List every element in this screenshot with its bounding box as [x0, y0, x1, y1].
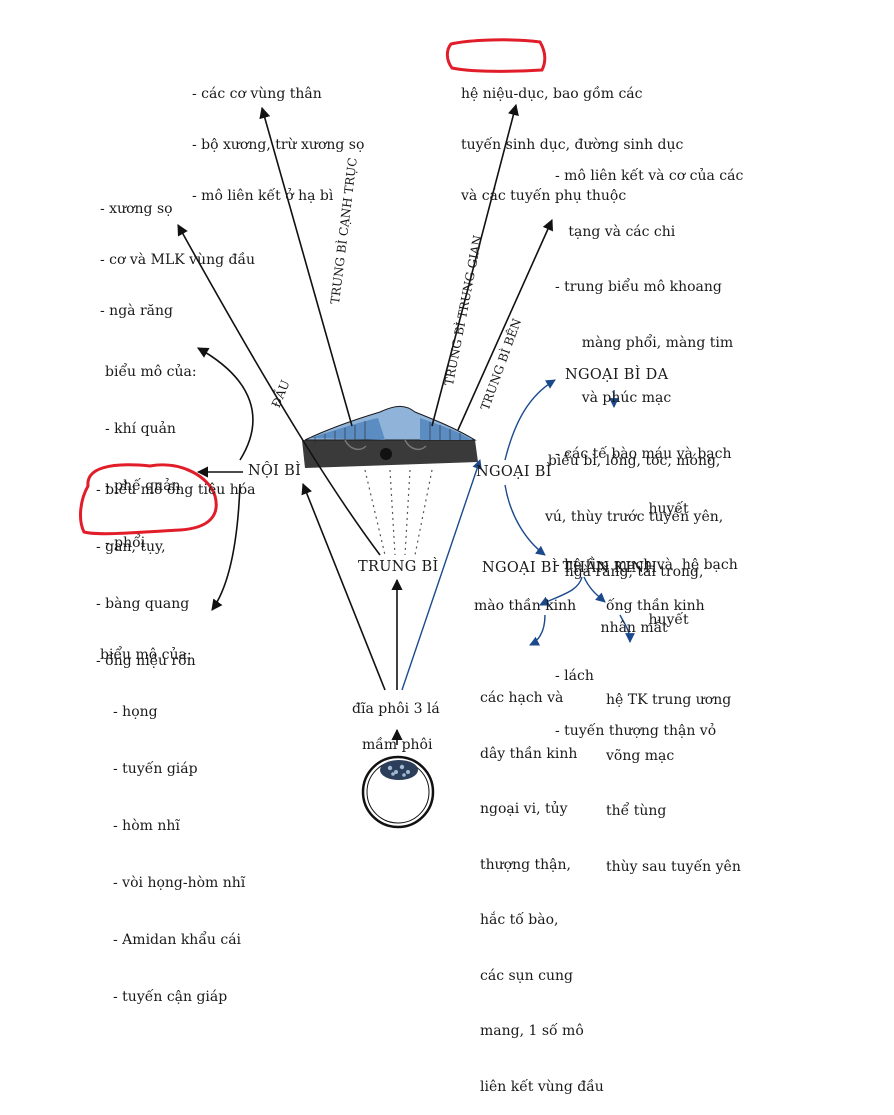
red-annotations	[79, 38, 547, 536]
neural-crest-label: mào thần kinh	[474, 598, 577, 614]
list-item: - trung biểu mô khoang	[555, 279, 722, 295]
embryo-figure	[361, 755, 435, 829]
list-item: hắc tố bào,	[480, 912, 559, 928]
list-item: biểu bì, lông, tóc, móng,	[547, 453, 721, 469]
list-item: - gan, tụy,	[96, 539, 166, 555]
embryo-label: mầm phôi	[362, 737, 433, 753]
list-item: hệ TK trung ương	[606, 692, 732, 708]
list-item: - ngà răng	[100, 303, 173, 319]
list-item: mang, 1 số mô	[480, 1023, 584, 1039]
red-circle-bladder	[79, 463, 218, 536]
list-item: và phúc mạc	[555, 390, 672, 406]
list-item: nhân mắt	[600, 619, 668, 636]
black-arrows	[177, 103, 553, 745]
list-item: dây thần kinh	[480, 745, 578, 762]
intermediate-derivatives: hệ niệu-dục, bao gồm các tuyến sinh dục,…	[461, 52, 683, 222]
list-item: màng phổi, màng tim	[555, 334, 734, 351]
list-item: huyết	[555, 612, 689, 628]
list-item: tuyến sinh dục, đường sinh dục	[461, 137, 684, 153]
list-item: các sụn cung	[480, 967, 573, 984]
list-item: - họng	[113, 704, 158, 720]
neural-tube-label: ống thần kinh	[606, 598, 705, 614]
endoderm-pharynx: biểu mô của: - họng - tuyến giáp - hòm n…	[100, 608, 245, 1026]
endoderm-gut: - biểu mô ống tiêu hóa - gan, tụy, - bàn…	[96, 443, 256, 690]
projection-dotted-lines	[364, 469, 433, 556]
lateral-derivatives: - mô liên kết và cơ của các tạng và các …	[555, 130, 743, 759]
trilaminar-disc-label: đĩa phôi 3 lá	[352, 701, 440, 717]
list-item: - vòi họng-hòm nhĩ	[113, 875, 246, 891]
head-derivatives: - xương sọ - cơ và MLK vùng đầu - ngà ră…	[100, 167, 255, 337]
list-item: thể tùng	[606, 803, 667, 819]
list-item: - bộ xương, trừ xương sọ	[192, 137, 365, 153]
ectoderm-label: NGOẠI BÌ	[476, 464, 552, 480]
surface-ectoderm-derivatives: biểu bì, lông, tóc, móng, vú, thùy trước…	[545, 415, 723, 656]
list-item: thượng thận,	[480, 856, 571, 873]
list-item: hệ niệu-dục, bao gồm các	[461, 86, 643, 102]
list-item: - mô liên kết và cơ của các	[555, 168, 744, 184]
list-item: các hạch và	[480, 690, 564, 706]
endoderm-respiratory: biểu mô của: - khí quản - phế quản - phổ…	[105, 325, 197, 572]
list-item: - hòm nhĩ	[113, 818, 180, 834]
list-item: - lách	[555, 667, 594, 684]
diagram-canvas	[79, 38, 635, 829]
embryonic-disc-section	[302, 405, 478, 468]
neuroectoderm-label: NGOẠI BÌ THẦN KINH	[482, 560, 658, 576]
list-item: - các tế bào máu và bạch	[555, 445, 732, 462]
list-item: - phổi	[105, 535, 146, 551]
list-item: liên kết vùng đầu	[480, 1078, 604, 1095]
list-item: tạng và các chi	[555, 223, 676, 240]
neural-crest-derivatives: các hạch và dây thần kinh ngoại vi, tủy …	[480, 652, 604, 1115]
list-item: - các cơ vùng thân	[192, 86, 322, 102]
list-item: và các tuyến phụ thuộc	[461, 188, 627, 204]
surface-ectoderm-label: NGOẠI BÌ DA	[565, 367, 669, 383]
list-title: biểu mô của:	[100, 647, 192, 663]
list-item: - khí quản	[105, 421, 176, 437]
list-item: - phế quản	[105, 478, 181, 494]
list-item: - cơ và MLK vùng đầu	[100, 252, 256, 268]
neural-tube-derivatives: hệ TK trung ương võng mạc thể tùng thùy …	[606, 654, 741, 895]
list-item: - bàng quang	[96, 596, 190, 612]
red-circle-urogenital	[445, 38, 547, 73]
list-title: biểu mô của:	[105, 364, 197, 380]
list-item: võng mạc	[606, 747, 675, 764]
list-item: - xương sọ	[100, 201, 173, 217]
mesoderm-label: TRUNG BÌ	[358, 559, 439, 575]
list-item: huyết	[555, 501, 689, 517]
list-item: ngà răng, tai trong,	[564, 564, 704, 580]
list-item: - tuyến cận giáp	[113, 989, 228, 1005]
ectoderm-arrows	[401, 379, 635, 691]
paraxial-derivatives: - các cơ vùng thân - bộ xương, trừ xương…	[192, 52, 364, 222]
list-item: - mô liên kết ở hạ bì	[192, 188, 334, 204]
list-item: - tuyến giáp	[113, 761, 198, 777]
list-item: - hệ tim mạch và hệ bạch	[555, 556, 738, 573]
list-item: vú, thùy trước tuyến yên,	[545, 508, 724, 525]
list-item: - biểu mô ống tiêu hóa	[96, 482, 256, 498]
list-item: ngoại vi, tủy	[480, 801, 568, 817]
endoderm-label: NỘI BÌ	[248, 463, 302, 479]
list-item: - tuyến thượng thận vỏ	[555, 723, 717, 739]
list-item: - Amidan khẩu cái	[113, 932, 242, 948]
list-item: - ống niệu rốn	[96, 653, 196, 669]
list-item: thùy sau tuyến yên	[606, 858, 741, 875]
